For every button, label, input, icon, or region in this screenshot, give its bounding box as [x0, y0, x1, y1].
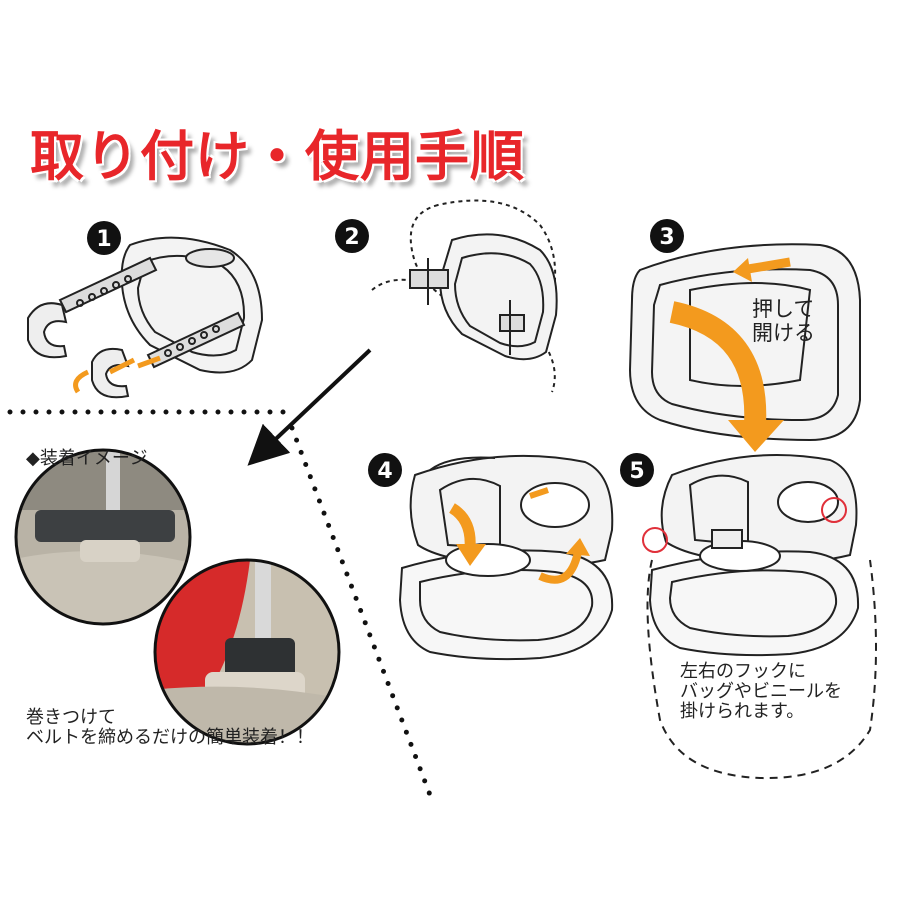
step3-push-label-line-1: 押して — [752, 297, 815, 321]
install-image-label: ◆装着イメージ — [26, 448, 148, 469]
divider-dotted-diagonal — [289, 425, 433, 798]
step1-orange-arrow-side — [137, 355, 161, 369]
step5-illustration — [646, 454, 877, 780]
hook-left-highlight — [642, 527, 668, 553]
install-caption: 巻きつけて ベルトを締めるだけの簡単装着！！ — [26, 707, 314, 749]
step4-down-arrow — [448, 503, 476, 549]
step4-illustration — [398, 454, 614, 661]
step-badge-4: 4 — [368, 453, 402, 487]
step-badge-2-number: 2 — [344, 225, 359, 250]
step4-cup-arrow — [529, 487, 549, 499]
step2-to-image-arrow — [247, 348, 372, 466]
page-title: 取り付け・使用手順 — [30, 125, 525, 188]
step1-orange-arrow-in — [108, 357, 136, 375]
hook-label-line-3: 掛けられます。 — [680, 701, 805, 723]
step-badge-5: 5 — [620, 453, 654, 487]
hook-label: 左右のフックに バッグやビニールを 掛けられます。 — [680, 661, 842, 723]
hook-right-highlight — [821, 497, 847, 523]
install-photo-2 — [153, 558, 341, 746]
step3-push-label: 押して 開ける — [752, 297, 815, 345]
step-badge-2: 2 — [335, 219, 369, 253]
step1-orange-arrow-curl — [73, 369, 90, 394]
hook-label-line-2: バッグやビニールを — [680, 681, 842, 703]
step-badge-4-number: 4 — [377, 459, 392, 484]
step-badge-3-number: 3 — [659, 225, 674, 250]
step-badge-1: 1 — [87, 221, 121, 255]
hook-label-line-1: 左右のフックに — [680, 661, 806, 682]
install-caption-line-1: 巻きつけて — [26, 707, 116, 728]
step-badge-3: 3 — [650, 219, 684, 253]
step2-illustration — [371, 199, 558, 393]
step-badge-1-number: 1 — [96, 227, 111, 252]
step-badge-5-number: 5 — [629, 459, 644, 484]
step1-illustration — [27, 236, 264, 399]
step3-open-arrow — [669, 301, 767, 426]
step3-push-arrow — [741, 257, 791, 275]
step3-push-label-line-2: 開ける — [752, 320, 815, 345]
install-caption-line-2: ベルトを締めるだけの簡単装着！！ — [26, 727, 314, 749]
step4-flip-arrow — [538, 551, 582, 584]
